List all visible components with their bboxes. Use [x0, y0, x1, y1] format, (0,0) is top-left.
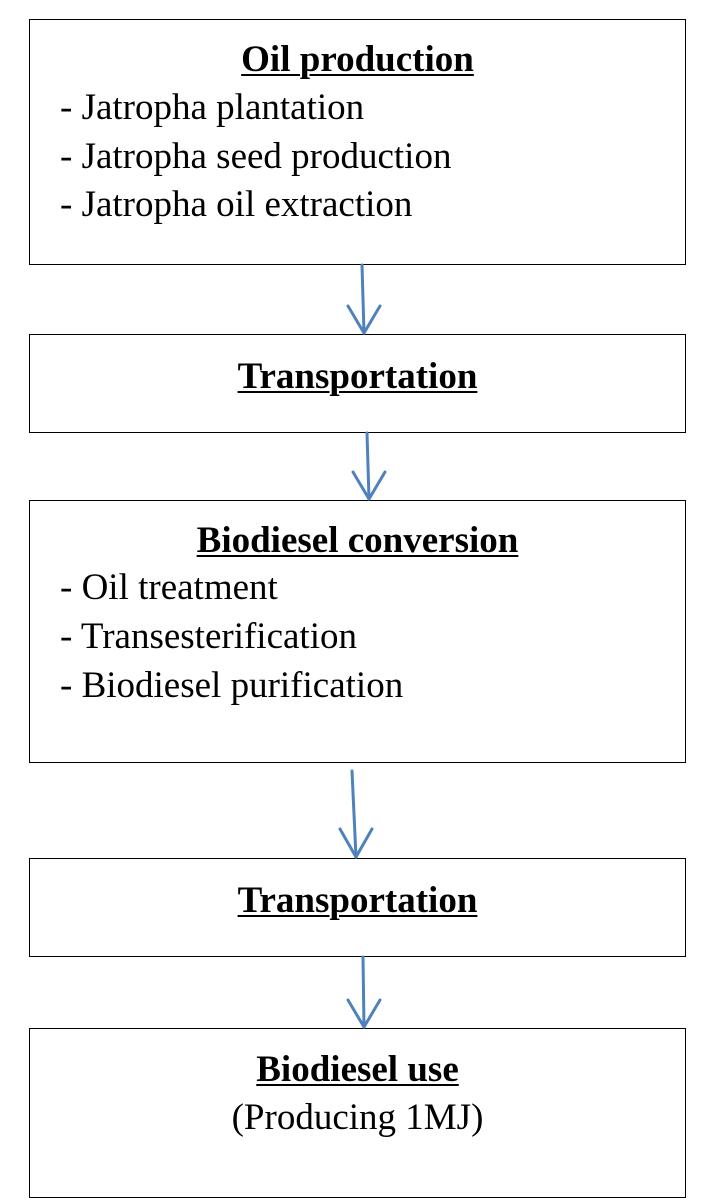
oil-production-item-plantation: - Jatropha plantation	[60, 87, 365, 128]
arrow-transport-to-use	[346, 955, 382, 1029]
transportation-box-1: Transportation	[29, 334, 686, 433]
oil-production-title: Oil production	[241, 39, 474, 80]
arrow-transport-to-conversion	[351, 431, 387, 501]
arrow-conversion-to-transport	[338, 769, 374, 859]
biodiesel-conversion-box: Biodiesel conversion - Oil treatment - T…	[29, 500, 686, 763]
oil-production-box: Oil production - Jatropha plantation - J…	[29, 19, 686, 265]
biodiesel-conversion-title: Biodiesel conversion	[196, 520, 519, 561]
transportation-box-2: Transportation	[29, 858, 686, 957]
conversion-item-transesterification: - Transesterification	[60, 616, 357, 657]
conversion-item-oil-treatment: - Oil treatment	[60, 567, 278, 608]
biodiesel-use-title: Biodiesel use	[256, 1049, 459, 1090]
transportation-title-1: Transportation	[237, 356, 478, 397]
biodiesel-use-box: Biodiesel use (Producing 1MJ)	[29, 1028, 686, 1198]
conversion-item-purification: - Biodiesel purification	[60, 665, 404, 706]
oil-production-item-extraction: - Jatropha oil extraction	[60, 184, 413, 225]
biodiesel-use-subtitle: (Producing 1MJ)	[231, 1097, 484, 1138]
arrow-oil-to-transport	[346, 263, 382, 335]
transportation-title-2: Transportation	[237, 880, 478, 921]
oil-production-item-seed: - Jatropha seed production	[60, 136, 452, 177]
